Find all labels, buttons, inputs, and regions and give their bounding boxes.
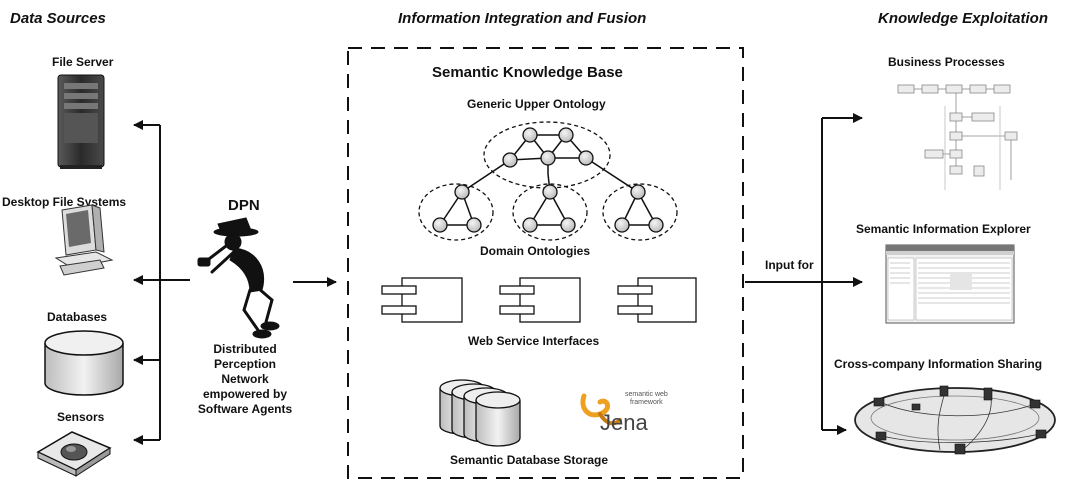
knowledge-base-box [347, 47, 744, 479]
domain-ontology-ellipse [512, 183, 588, 241]
semantic-explorer-label: Semantic Information Explorer [856, 222, 1031, 236]
sensor-icon [36, 431, 112, 477]
kb-title: Semantic Knowledge Base [432, 64, 623, 81]
databases-label: Databases [47, 310, 108, 324]
sharing-network-icon [854, 385, 1056, 455]
semantic-db-storage-label: Semantic Database Storage [450, 453, 609, 467]
desktop-file-systems-label: Desktop File Systems [2, 195, 127, 209]
domain-ontology-ellipse [602, 183, 678, 241]
desktop-computer-icon [54, 204, 114, 276]
input-for-label: Input for [765, 258, 814, 272]
dpn-line: empowered by [202, 387, 288, 401]
business-process-thumbnail [897, 84, 1018, 190]
file-server-label: File Server [52, 55, 114, 69]
heading-exploitation: Knowledge Exploitation [878, 10, 1049, 27]
domain-ontologies-label: Domain Ontologies [480, 244, 591, 258]
dpn-line: Perception [213, 357, 276, 371]
dpn-title: DPN [228, 197, 260, 214]
dpn-line: Network [221, 372, 269, 386]
business-processes-label: Business Processes [888, 55, 1005, 69]
heading-data-sources: Data Sources [10, 10, 106, 27]
dpn-line: Distributed [213, 342, 277, 356]
web-service-component-icon [381, 277, 463, 323]
domain-ontology-ellipse [418, 183, 494, 241]
jena-tagline: semantic web [625, 391, 668, 398]
cross-company-sharing-label: Cross-company Information Sharing [834, 357, 1043, 371]
spy-agent-icon [197, 217, 280, 339]
jena-tagline: framework [630, 399, 663, 406]
file-server-icon [57, 74, 105, 169]
database-icon [44, 330, 124, 396]
sensors-label: Sensors [57, 410, 105, 424]
web-service-component-icon [617, 277, 697, 323]
web-service-interfaces-label: Web Service Interfaces [468, 334, 600, 348]
ontology-graph [418, 121, 678, 241]
exploitation-arrows [745, 113, 863, 435]
semantic-database-icon [439, 379, 521, 447]
source-arrows [133, 120, 190, 445]
heading-integration: Information Integration and Fusion [398, 10, 647, 27]
jena-logo: Jena semantic web framework [580, 391, 668, 435]
jena-wordmark: Jena [600, 410, 648, 435]
explorer-screenshot-thumbnail [885, 244, 1015, 324]
dpn-line: Software Agents [197, 402, 293, 416]
dpn-description: Distributed Perception Network empowered… [185, 342, 305, 417]
upper-ontology-label: Generic Upper Ontology [467, 97, 606, 111]
web-service-component-icon [499, 277, 581, 323]
